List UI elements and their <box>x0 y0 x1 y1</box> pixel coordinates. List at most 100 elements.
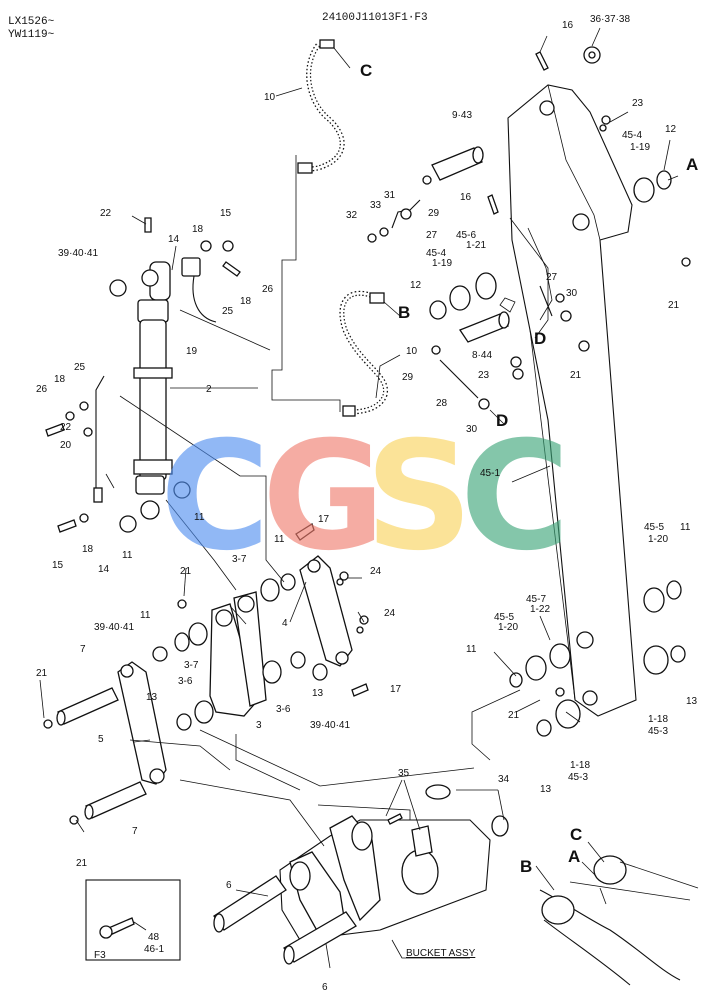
callout: C <box>360 61 372 80</box>
callout: 14 <box>98 564 110 575</box>
serial-range-2: YW1119~ <box>8 29 55 41</box>
callout: 3-7 <box>232 554 247 565</box>
callout: 45-4 <box>426 248 446 259</box>
callout: 27 <box>426 230 438 241</box>
callout: 9·43 <box>452 110 472 121</box>
boom-pin-9 <box>431 146 484 181</box>
callout: D <box>534 329 546 348</box>
callout: 3-6 <box>276 704 291 715</box>
callout: 39·40·41 <box>310 720 350 731</box>
callout: 1-19 <box>630 142 650 153</box>
callout: B <box>398 303 410 322</box>
callout: 35 <box>398 768 410 779</box>
link-3 <box>209 591 267 717</box>
callout: 20 <box>60 440 72 451</box>
leader-lines <box>39 27 679 969</box>
callout: 34 <box>498 774 510 785</box>
callout: 18 <box>82 544 94 555</box>
diagram-code: 24100J11013F1·F3 <box>322 12 428 24</box>
callout: 6 <box>226 880 232 891</box>
callout: 21 <box>570 370 582 381</box>
callout: 30 <box>466 424 478 435</box>
callout: 23 <box>632 98 644 109</box>
callout: 16 <box>562 20 574 31</box>
callout: 13 <box>540 784 552 795</box>
callout: 21 <box>36 668 48 679</box>
callout: A <box>686 155 698 174</box>
callout: 45-5 <box>644 522 664 533</box>
callout: 23 <box>478 370 490 381</box>
callout: 46-1 <box>144 944 164 955</box>
callout-labels: 16 36·37·38 C 10 9·43 23 45-4 1-19 12 A … <box>36 14 698 993</box>
callout: 32 <box>346 210 358 221</box>
callout: 27 <box>546 272 558 283</box>
callout: 12 <box>665 124 677 135</box>
callout: 10 <box>264 92 276 103</box>
callout: 29 <box>402 372 414 383</box>
arm-cylinder <box>133 261 173 520</box>
callout: 24 <box>384 608 396 619</box>
callout: 33 <box>370 200 382 211</box>
callout: 17 <box>390 684 402 695</box>
callout: 5 <box>98 734 104 745</box>
callout: 16 <box>460 192 472 203</box>
callout: 28 <box>436 398 448 409</box>
callout: 21 <box>180 566 192 577</box>
callout: 11 <box>122 550 133 561</box>
watermark-letter-c2: C <box>460 410 570 584</box>
callout: 6 <box>322 982 328 993</box>
callout: 45-5 <box>494 612 514 623</box>
callout: 3-7 <box>184 660 199 671</box>
callout: 30 <box>566 288 578 299</box>
callout: 15 <box>220 208 232 219</box>
hose-lower <box>339 290 388 417</box>
bushings-mid <box>43 523 686 825</box>
callout: 11 <box>680 522 691 533</box>
boom <box>499 84 637 717</box>
callout: 18 <box>192 224 204 235</box>
callout: 7 <box>132 826 138 837</box>
callout: 17 <box>318 514 330 525</box>
bushings-upper <box>429 46 672 320</box>
callout: 45-7 <box>526 594 546 605</box>
inset-label-f3: F3 <box>94 950 106 961</box>
callout: 13 <box>312 688 324 699</box>
callout: 21 <box>76 858 88 869</box>
callout: 1-20 <box>498 622 518 633</box>
watermark-letter-c1: C <box>160 410 270 584</box>
callout: C <box>570 825 582 844</box>
inset-f3 <box>85 879 181 961</box>
pin-7-lower <box>84 781 147 820</box>
bucket-assy <box>213 784 509 965</box>
bucket-assy-label: BUCKET ASSY <box>406 948 476 959</box>
link-4 <box>299 555 353 667</box>
callout: 22 <box>100 208 112 219</box>
callout: 29 <box>428 208 440 219</box>
callout: 18 <box>240 296 252 307</box>
boom-pin-8 <box>459 311 510 343</box>
callout: 45-3 <box>568 772 588 783</box>
callout: 45-6 <box>456 230 476 241</box>
callout: 11 <box>194 512 205 523</box>
callout: 1-18 <box>648 714 668 725</box>
callout: 11 <box>466 644 477 655</box>
link-5 <box>117 661 167 785</box>
hose-upper <box>297 39 345 174</box>
callout: 13 <box>146 692 158 703</box>
watermark-letter-g: G <box>262 410 385 584</box>
cylinder-fittings <box>45 217 241 533</box>
callout: 7 <box>80 644 86 655</box>
callout: 36·37·38 <box>590 14 630 25</box>
callout: 26 <box>36 384 48 395</box>
callout: 19 <box>186 346 198 357</box>
callout: 45-3 <box>648 726 668 737</box>
pin-7-upper <box>56 687 119 726</box>
callout: 21 <box>508 710 520 721</box>
callout: 11 <box>274 534 285 545</box>
watermark-letter-s: S <box>365 410 473 584</box>
callout: 21 <box>668 300 680 311</box>
callout: 26 <box>262 284 274 295</box>
callout: D <box>496 411 508 430</box>
